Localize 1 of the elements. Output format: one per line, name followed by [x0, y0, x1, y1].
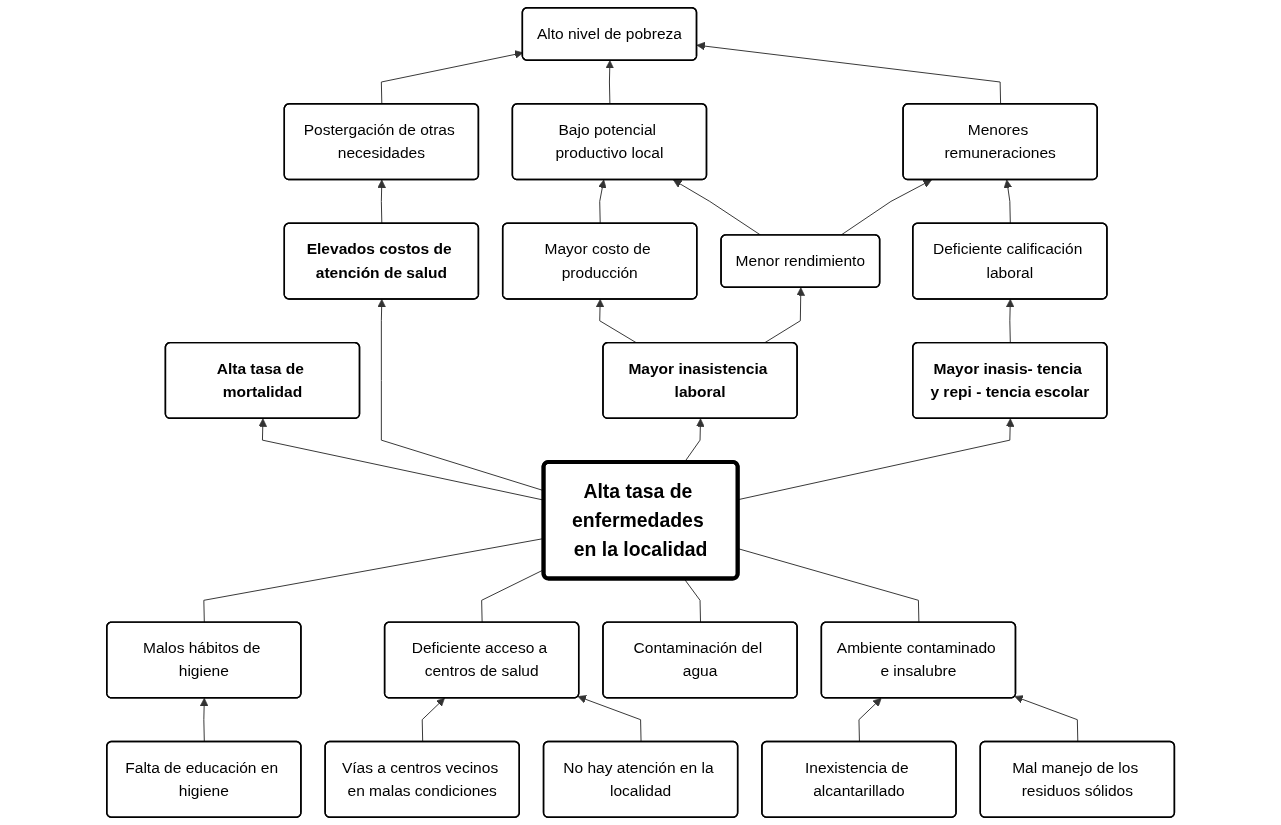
connector — [683, 578, 701, 624]
